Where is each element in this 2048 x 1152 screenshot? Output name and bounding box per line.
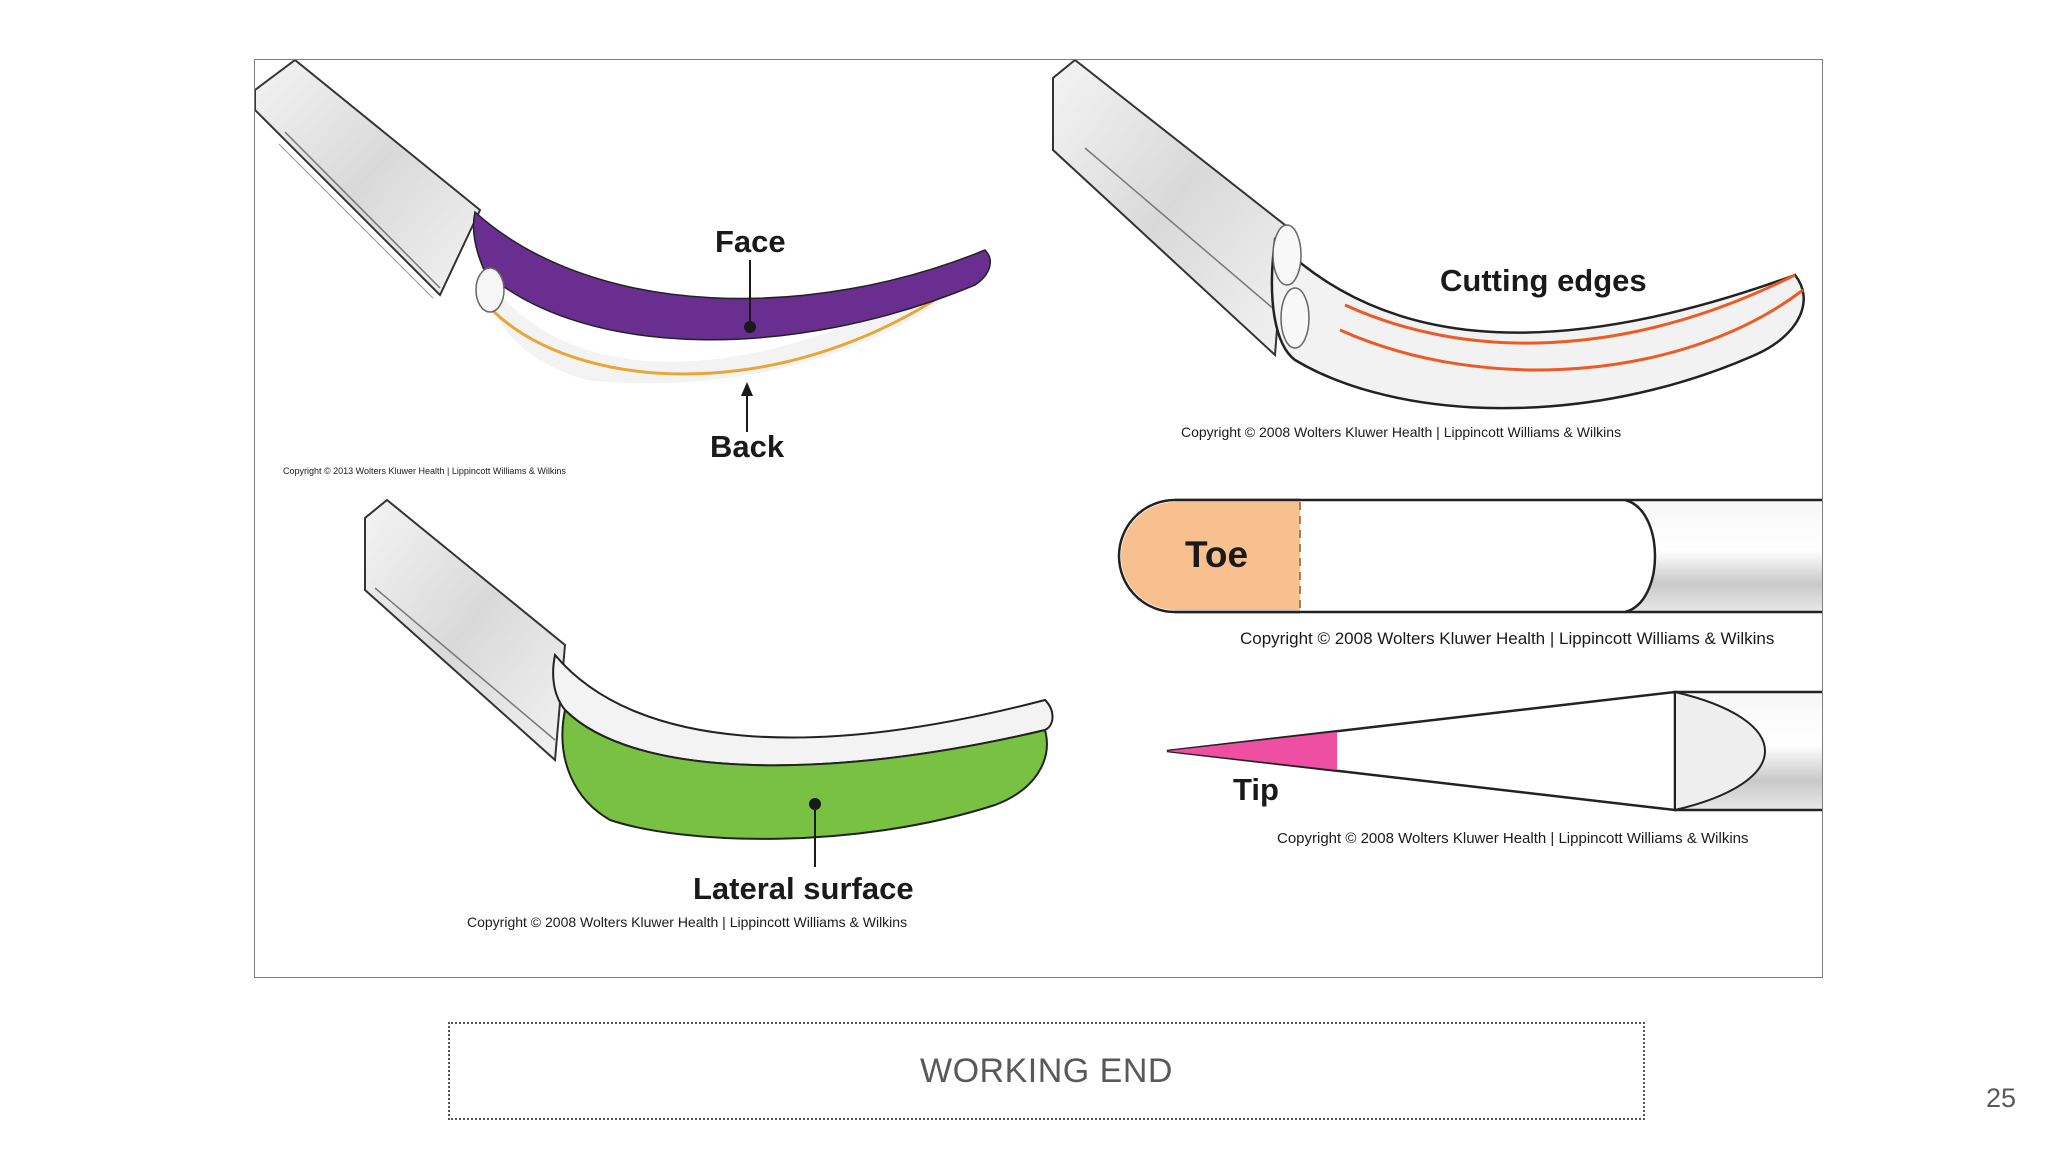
figure-image: Face Back Copyright © 2013 Wolters Kluwe… <box>254 59 1823 978</box>
blade-2 <box>1270 237 1805 410</box>
face-pointer-dot <box>744 321 756 333</box>
shank-2 <box>1052 60 1287 358</box>
tip-region <box>1167 732 1337 770</box>
tip-bevel <box>1674 690 1766 812</box>
back-surface <box>485 252 990 384</box>
lateral-surface <box>561 707 1048 840</box>
cutting-edges-panel: Cutting edges Copyright © 2008 Wolters K… <box>1052 60 1805 440</box>
working-end-diagram: Face Back Copyright © 2013 Wolters Kluwe… <box>255 60 1822 930</box>
tip-label: Tip <box>1233 772 1279 807</box>
page-number: 25 <box>1986 1083 2017 1113</box>
face-label: Face <box>715 224 786 259</box>
tip-copyright: Copyright © 2008 Wolters Kluwer Health |… <box>1277 830 1749 847</box>
toe-region <box>1121 502 1300 610</box>
slide-title-box: WORKING END <box>448 1022 1645 1120</box>
lateral-pointer-dot <box>809 798 821 810</box>
cutting-edges-label: Cutting edges <box>1440 263 1647 298</box>
slide-title: WORKING END <box>920 1051 1173 1090</box>
tip-panel: Tip Copyright © 2008 Wolters Kluwer Heal… <box>1166 690 1822 847</box>
shank-3 <box>364 498 567 763</box>
lateral-surface-panel: Lateral surface Copyright © 2008 Wolters… <box>364 498 1054 930</box>
back-label: Back <box>710 429 785 464</box>
lateral-surface-label: Lateral surface <box>693 871 914 906</box>
cutting-edge-upper <box>1344 273 1796 345</box>
cutting-edge-lower <box>1339 288 1804 372</box>
shank-1 <box>255 60 482 297</box>
toe-copyright: Copyright © 2008 Wolters Kluwer Health |… <box>1240 629 1774 648</box>
back-pointer-arrow <box>741 382 753 396</box>
lateral-copyright: Copyright © 2008 Wolters Kluwer Health |… <box>467 914 907 930</box>
face-back-copyright: Copyright © 2013 Wolters Kluwer Health |… <box>283 466 566 476</box>
toe-label: Toe <box>1185 534 1248 575</box>
back-outline <box>490 258 991 376</box>
cutting-edges-copyright: Copyright © 2008 Wolters Kluwer Health |… <box>1181 424 1621 440</box>
toe-panel: Toe Copyright © 2008 Wolters Kluwer Heal… <box>1117 498 1822 648</box>
face-back-panel: Face Back Copyright © 2013 Wolters Kluwe… <box>255 60 991 476</box>
